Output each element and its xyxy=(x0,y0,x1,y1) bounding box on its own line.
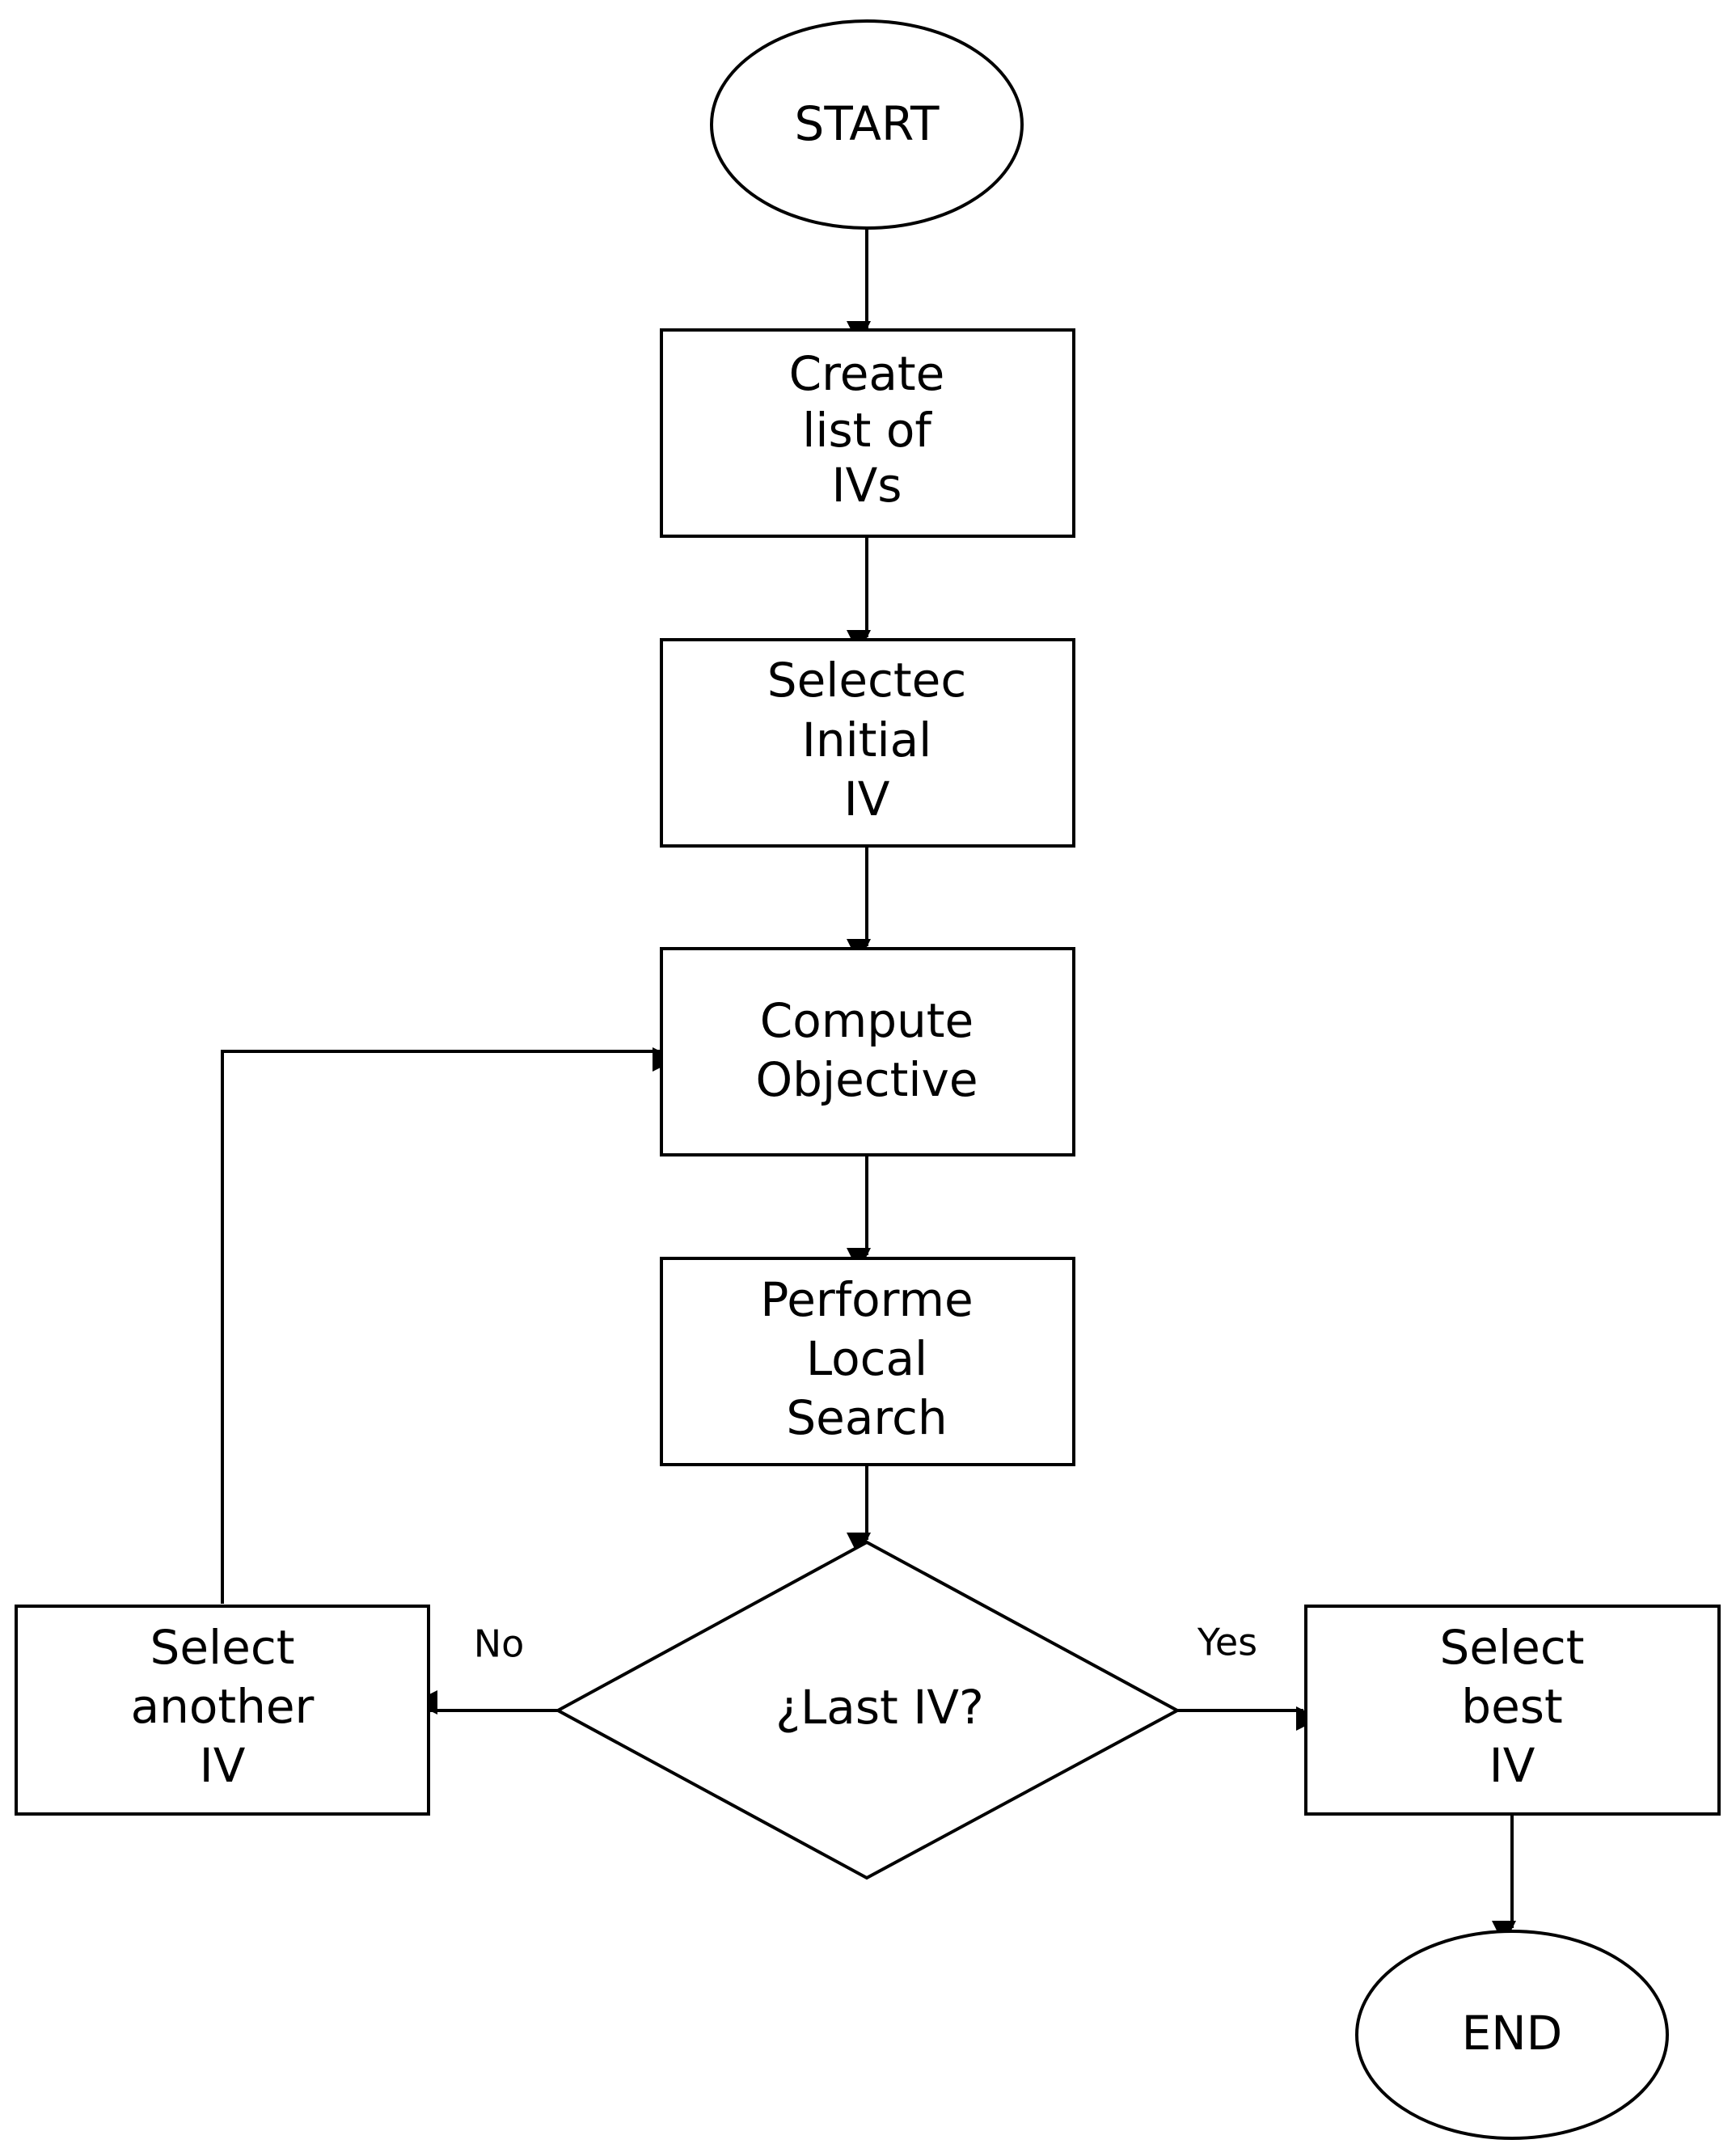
local-search-line-1: Performe xyxy=(760,1272,973,1327)
select-another-line-2: another xyxy=(131,1679,315,1734)
edges xyxy=(221,228,1516,1945)
select-initial-line-3: IV xyxy=(844,772,890,827)
select-best-line-3: IV xyxy=(1489,1738,1535,1793)
compute-objective-node: Compute Objective xyxy=(660,947,1075,1156)
local-search-line-3: Search xyxy=(786,1390,947,1445)
select-another-line-3: IV xyxy=(200,1738,246,1793)
select-best-node: Select best IV xyxy=(1304,1605,1721,1816)
create-list-line-1: Create xyxy=(789,346,945,401)
compute-objective-line-2: Objective xyxy=(755,1052,978,1107)
end-label: END xyxy=(1462,2006,1563,2061)
arrow-loop-back-to-compute xyxy=(221,1047,677,1604)
last-iv-decision-node: ¿Last IV? xyxy=(554,1540,1181,1880)
start-label: START xyxy=(795,96,940,151)
decision-label: ¿Last IV? xyxy=(775,1680,984,1735)
compute-objective-line-1: Compute xyxy=(760,993,974,1048)
select-initial-node: Selectec Initial IV xyxy=(660,638,1075,848)
local-search-line-2: Local xyxy=(806,1331,927,1386)
select-another-node: Select another IV xyxy=(15,1605,430,1816)
create-list-line-2: list of xyxy=(802,403,932,458)
create-list-node: Create list of IVs xyxy=(660,328,1075,538)
local-search-node: Performe Local Search xyxy=(660,1257,1075,1466)
select-initial-line-2: Initial xyxy=(802,712,932,767)
select-another-line-1: Select xyxy=(150,1620,295,1675)
create-list-line-3: IVs xyxy=(832,458,902,513)
no-label: No xyxy=(474,1622,525,1666)
end-node: END xyxy=(1355,1930,1669,2140)
start-node: START xyxy=(710,19,1024,230)
select-best-line-1: Select xyxy=(1440,1620,1585,1675)
select-best-line-2: best xyxy=(1461,1679,1562,1734)
select-initial-line-1: Selectec xyxy=(767,653,967,708)
yes-label: Yes xyxy=(1197,1621,1257,1664)
